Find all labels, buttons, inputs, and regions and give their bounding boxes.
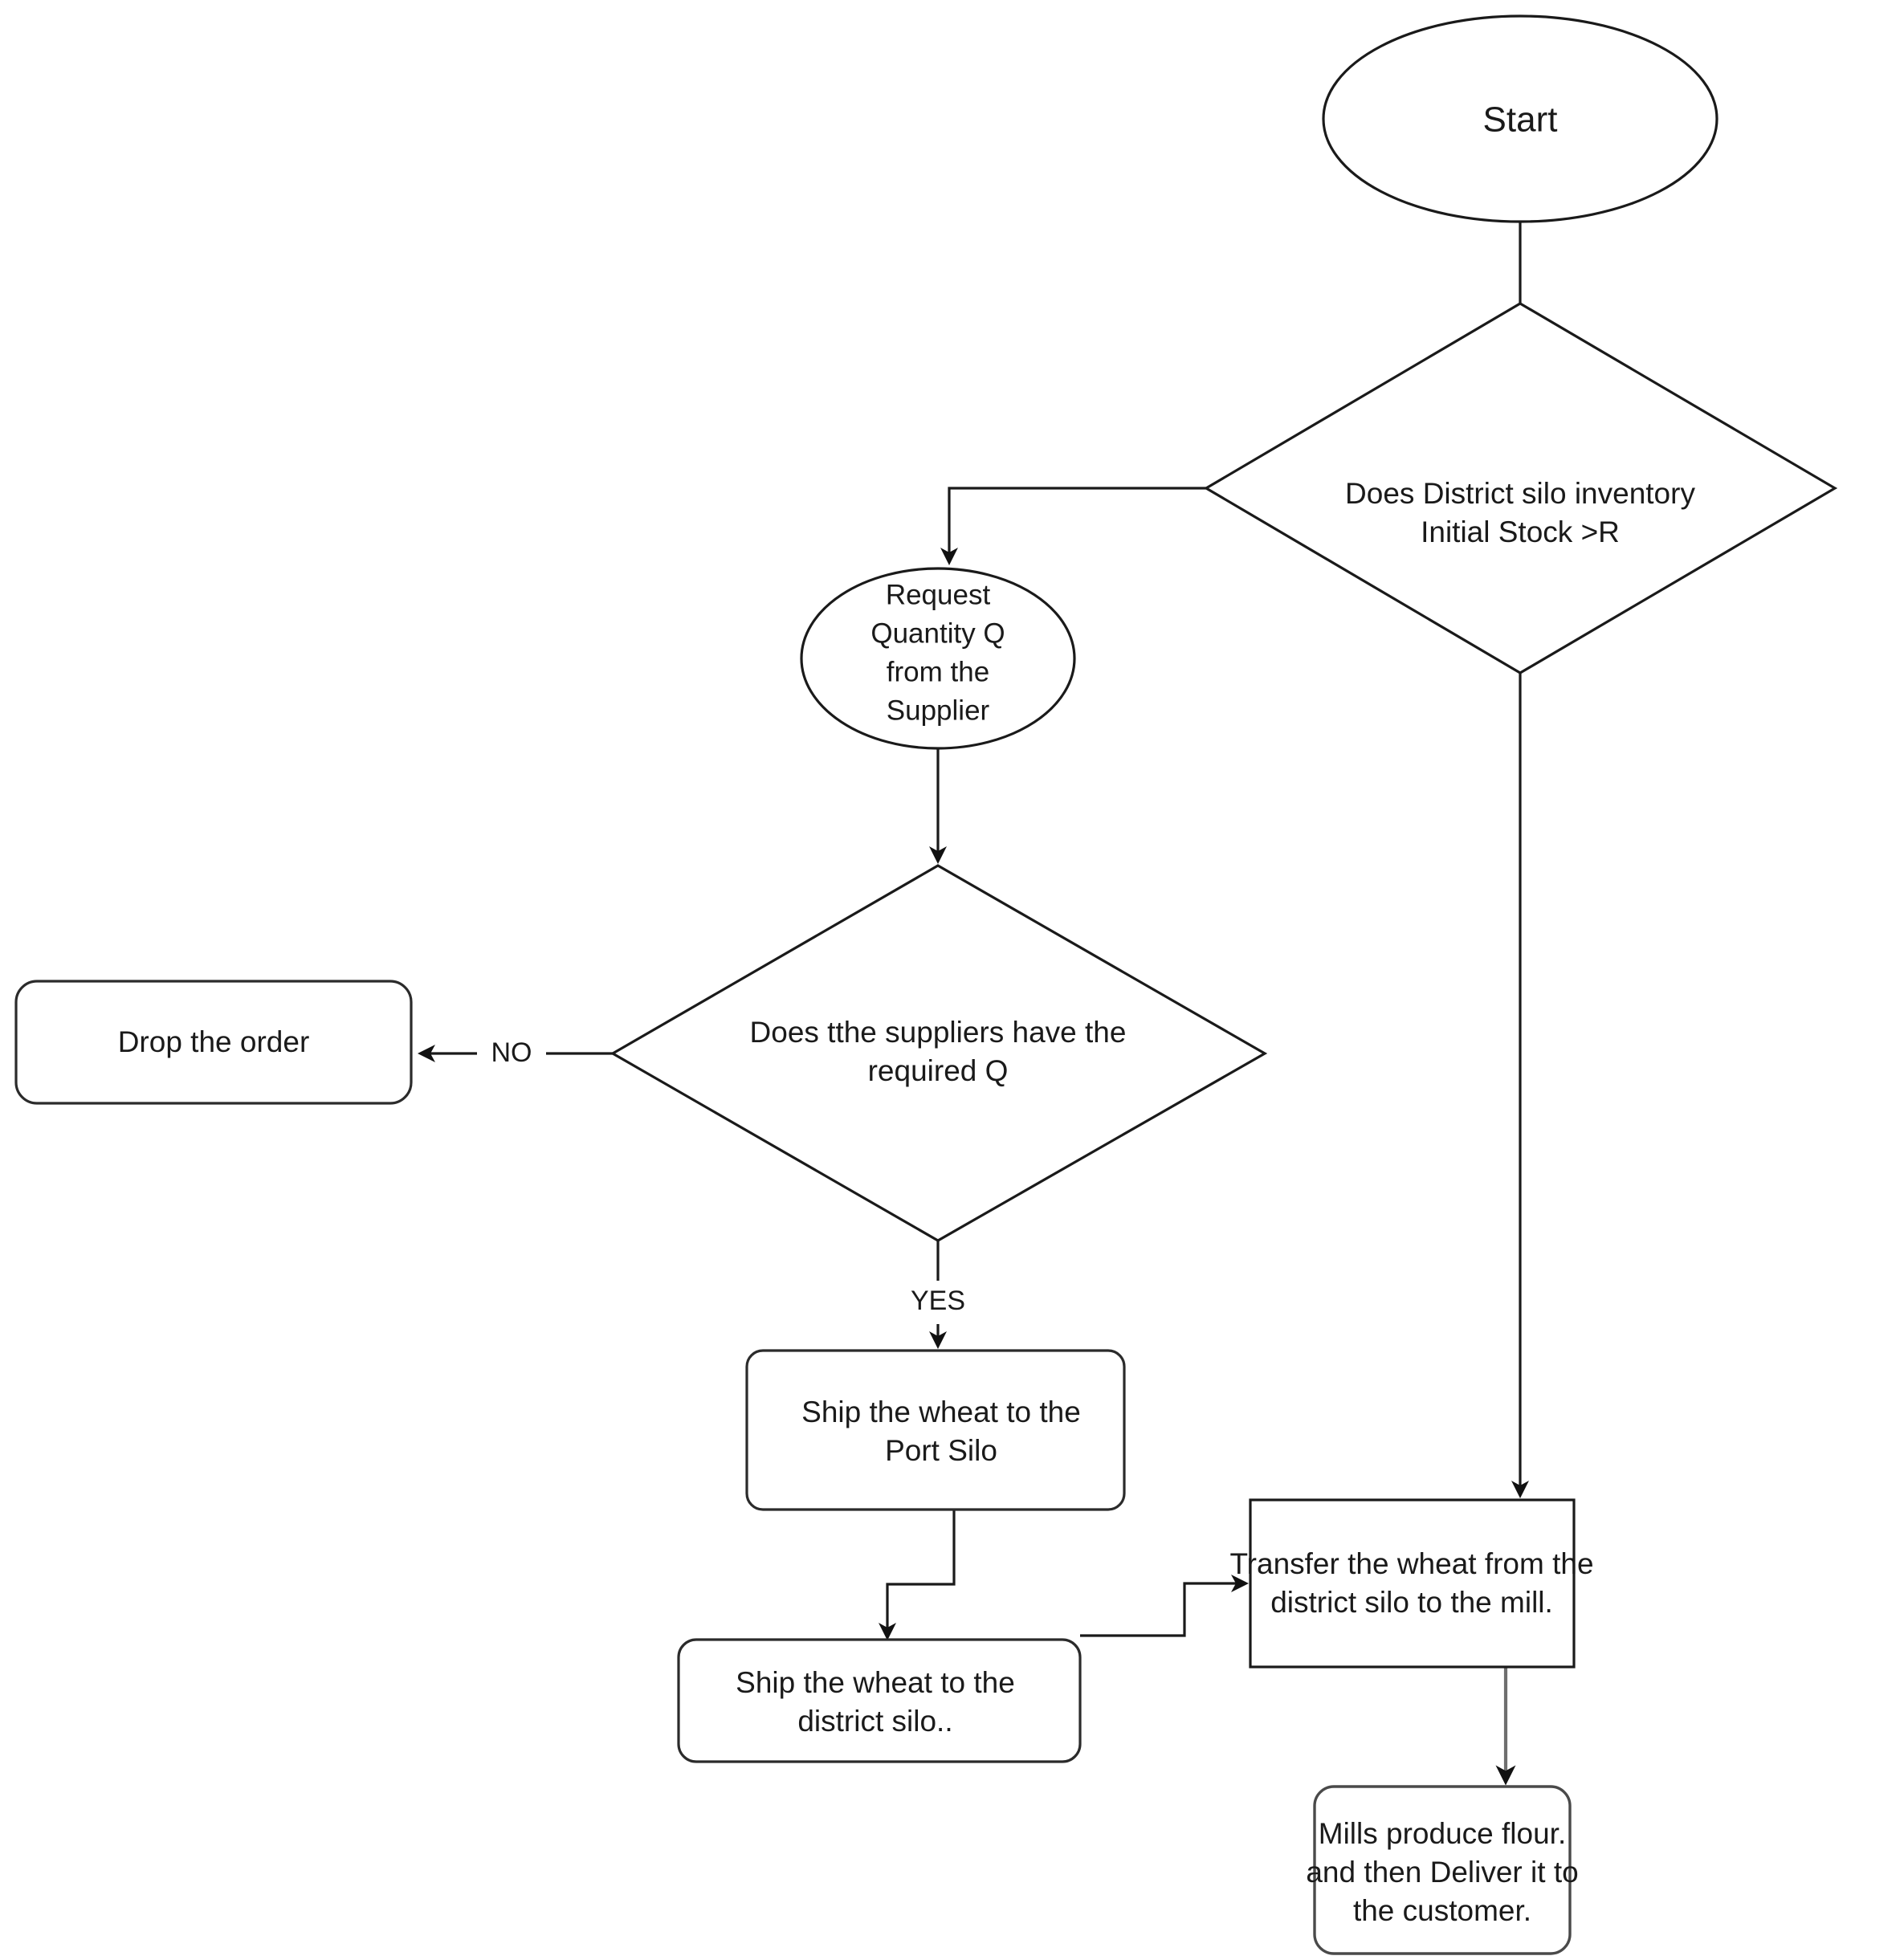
mills-produce-flour-line1: Mills produce flour. bbox=[1319, 1817, 1566, 1850]
node-ship-port-silo[interactable]: Ship the wheat to the Port Silo bbox=[745, 1349, 1126, 1511]
node-decision-supplier-has-q[interactable]: Does tthe suppliers have the required Q bbox=[610, 864, 1268, 1242]
edge-label-yes-group: YES bbox=[898, 1281, 978, 1324]
edge-ship-port-to-ship-district bbox=[879, 1510, 956, 1640]
start-ellipse-shape bbox=[1322, 14, 1718, 223]
transfer-to-mill-box-shape bbox=[1249, 1498, 1576, 1669]
mills-produce-flour-box-shape bbox=[1313, 1785, 1572, 1955]
request-quantity-ellipse-shape bbox=[800, 567, 1076, 750]
node-request-quantity[interactable]: Request Quantity Q from the Supplier bbox=[800, 567, 1076, 750]
mills-produce-flour-line2: and then Deliver it to bbox=[1306, 1856, 1578, 1889]
transfer-to-mill-line2: district silo to the mill. bbox=[1270, 1586, 1553, 1619]
edge-ship-district-to-transfer bbox=[1080, 1575, 1249, 1637]
decision-supplier-line2: required Q bbox=[868, 1054, 1009, 1087]
decision-supplier-diamond-shape bbox=[610, 864, 1268, 1242]
ship-district-silo-line1: Ship the wheat to the bbox=[736, 1666, 1015, 1699]
node-drop-order[interactable]: Drop the order bbox=[14, 980, 413, 1105]
node-decision-district-stock[interactable]: Does District silo inventory Initial Sto… bbox=[1203, 302, 1838, 674]
node-transfer-to-mill[interactable]: Transfer the wheat from the district sil… bbox=[1229, 1498, 1594, 1669]
ship-port-silo-box-shape bbox=[745, 1349, 1126, 1511]
edge-label-no-group: NO bbox=[477, 1033, 546, 1074]
mills-produce-flour-line3: the customer. bbox=[1353, 1894, 1531, 1927]
ship-district-silo-line2: district silo.. bbox=[797, 1705, 952, 1738]
ship-port-silo-line2: Port Silo bbox=[885, 1434, 997, 1467]
edge-label-yes: YES bbox=[911, 1286, 965, 1316]
ship-port-silo-line1: Ship the wheat to the bbox=[801, 1396, 1081, 1428]
node-ship-district-silo[interactable]: Ship the wheat to the district silo.. bbox=[677, 1638, 1082, 1763]
decision-district-stock-line1: Does District silo inventory bbox=[1345, 477, 1695, 510]
ship-district-silo-box-shape bbox=[677, 1638, 1082, 1763]
start-label: Start bbox=[1483, 100, 1558, 140]
decision-supplier-line1: Does tthe suppliers have the bbox=[750, 1016, 1127, 1049]
request-quantity-line2: Quantity Q bbox=[870, 617, 1005, 649]
request-quantity-line4: Supplier bbox=[887, 695, 990, 726]
node-mills-produce-flour[interactable]: Mills produce flour. and then Deliver it… bbox=[1306, 1785, 1579, 1955]
yes-label-backdrop bbox=[898, 1281, 978, 1324]
drop-order-label: Drop the order bbox=[118, 1025, 310, 1058]
no-label-backdrop bbox=[477, 1033, 546, 1074]
edge-decision-stock-to-request-quantity bbox=[940, 487, 1206, 565]
decision-district-stock-diamond-shape bbox=[1203, 302, 1838, 674]
drop-order-box-shape bbox=[14, 980, 413, 1105]
request-quantity-line3: from the bbox=[887, 656, 989, 687]
node-start[interactable]: Start bbox=[1322, 14, 1718, 223]
request-quantity-line1: Request bbox=[886, 579, 991, 610]
edge-label-no: NO bbox=[491, 1037, 532, 1068]
transfer-to-mill-line1: Transfer the wheat from the bbox=[1229, 1547, 1593, 1580]
decision-district-stock-line2: Initial Stock >R bbox=[1421, 515, 1620, 548]
